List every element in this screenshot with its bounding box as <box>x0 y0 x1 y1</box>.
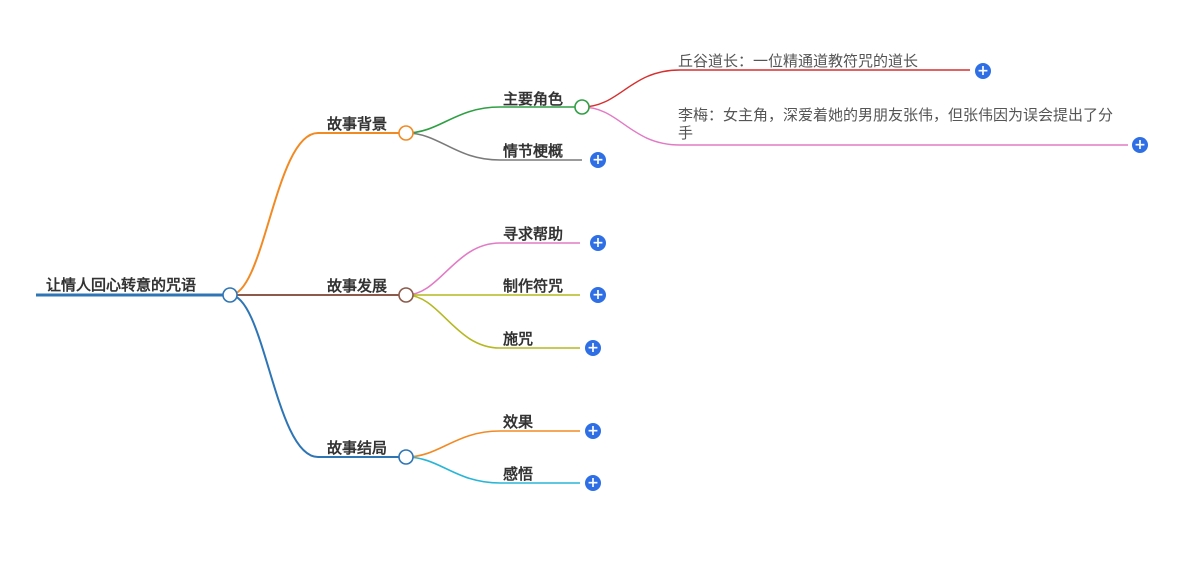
expand-daoist-button[interactable]: + <box>975 63 991 79</box>
expand-cast-spell-button[interactable]: + <box>585 340 601 356</box>
connector-daoist <box>581 69 970 108</box>
node-daoist-label[interactable]: 丘谷道长：一位精通道教符咒的道长 <box>678 52 919 70</box>
node-main-roles-label[interactable]: 主要角色 <box>503 90 564 108</box>
connector-li-mei <box>581 106 1128 146</box>
expand-seek-help-button[interactable]: + <box>590 235 606 251</box>
connector-plot-summary <box>405 132 582 161</box>
connector-main-roles <box>405 106 582 134</box>
expand-insight-button[interactable]: + <box>585 475 601 491</box>
collapse-toggle-root[interactable] <box>222 287 238 303</box>
connector-root-background <box>229 132 406 296</box>
collapse-toggle-main-roles[interactable] <box>574 99 590 115</box>
node-li-mei-label[interactable]: 李梅：女主角，深爱着她的男朋友张伟，但张伟因为误会提出了分手 <box>678 106 1114 142</box>
expand-plot-summary-button[interactable]: + <box>590 152 606 168</box>
expand-effect-button[interactable]: + <box>585 423 601 439</box>
node-effect-label[interactable]: 效果 <box>503 413 534 431</box>
root-node-label[interactable]: 让情人回心转意的咒语 <box>46 276 197 294</box>
node-cast-spell-label[interactable]: 施咒 <box>503 330 534 348</box>
connector-effect <box>405 430 580 458</box>
node-seek-help-label[interactable]: 寻求帮助 <box>503 225 564 243</box>
node-insight-label[interactable]: 感悟 <box>503 465 534 483</box>
collapse-toggle-ending[interactable] <box>398 449 414 465</box>
connector-cast-spell <box>405 294 580 349</box>
node-plot-summary-label[interactable]: 情节梗概 <box>503 142 564 160</box>
branch-ending-label[interactable]: 故事结局 <box>327 439 388 457</box>
expand-li-mei-button[interactable]: + <box>1132 137 1148 153</box>
branch-background-label[interactable]: 故事背景 <box>327 115 388 133</box>
collapse-toggle-background[interactable] <box>398 125 414 141</box>
collapse-toggle-development[interactable] <box>398 287 414 303</box>
connector-seek-help <box>405 242 580 296</box>
expand-make-charm-button[interactable]: + <box>590 287 606 303</box>
connector-insight <box>405 456 580 484</box>
branch-development-label[interactable]: 故事发展 <box>327 277 388 295</box>
node-make-charm-label[interactable]: 制作符咒 <box>503 277 564 295</box>
connector-root-ending <box>229 294 406 458</box>
